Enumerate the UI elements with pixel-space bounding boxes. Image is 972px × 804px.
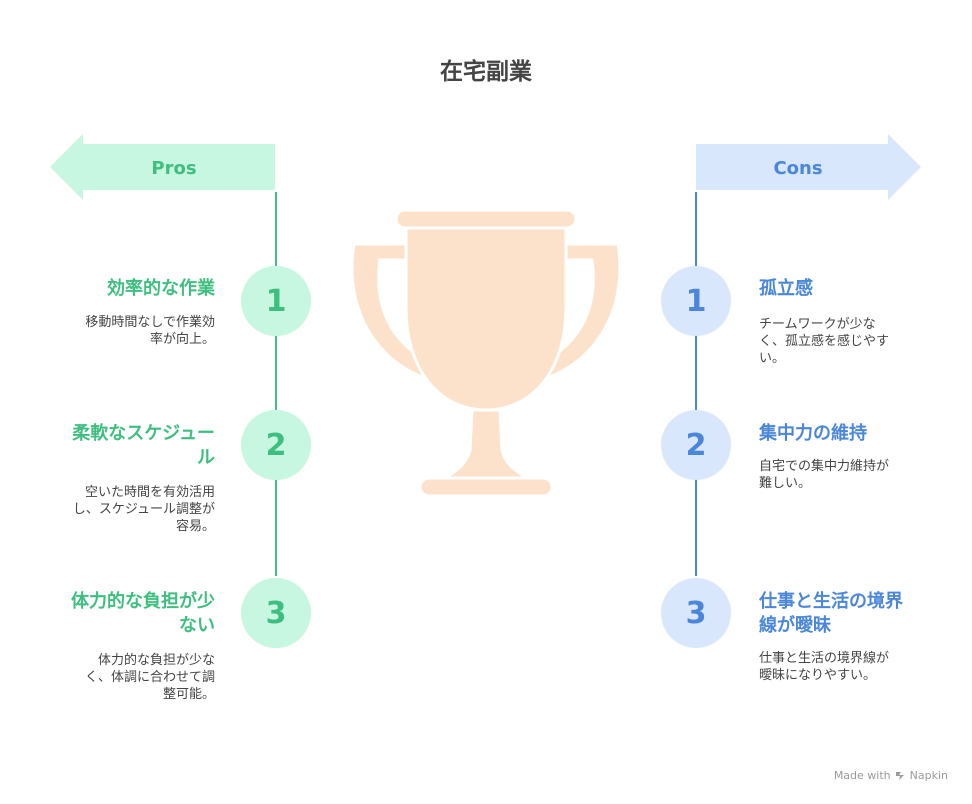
pros-timeline xyxy=(275,192,277,576)
cons-label: Cons xyxy=(773,158,823,179)
pros-number-3: 3 xyxy=(241,578,311,648)
cons-item-2-title: 集中力の維持 xyxy=(759,423,867,444)
pros-number-1: 1 xyxy=(241,266,311,336)
pros-item-3-title: 体力的な負担が少 ない xyxy=(71,591,215,636)
cons-number-3: 3 xyxy=(661,578,731,648)
cons-number-1: 1 xyxy=(661,266,731,336)
page-title: 在宅副業 xyxy=(440,59,532,85)
napkin-logo-icon xyxy=(895,772,904,780)
trophy-icon xyxy=(350,208,622,498)
pros-item-2-title: 柔軟なスケジュー ル xyxy=(72,423,215,468)
cons-arrow xyxy=(696,134,921,200)
cons-item-3-title: 仕事と生活の境界 線が曖昧 xyxy=(759,591,903,636)
cons-item-1-desc: チームワークが少な く、孤立感を感じやす い。 xyxy=(759,317,890,366)
pros-item-3-desc: 体力的な負担が少な く、体調に合わせて調 整可能。 xyxy=(84,653,215,702)
pros-item-1-title: 効率的な作業 xyxy=(107,278,215,299)
cons-number-2: 2 xyxy=(661,410,731,480)
cons-item-2-desc: 自宅での集中力維持が 難しい。 xyxy=(759,459,890,491)
pros-arrow xyxy=(50,134,275,200)
cons-item-3-desc: 仕事と生活の境界線が 曖昧になりやすい。 xyxy=(759,651,890,683)
pros-label: Pros xyxy=(151,158,197,179)
pros-item-1-desc: 移動時間なしで作業効 率が向上。 xyxy=(85,315,215,347)
watermark[interactable]: Made with Napkin xyxy=(833,769,948,782)
pros-item-2-desc: 空いた時間を有効活用 し、スケジュール調整が 容易。 xyxy=(72,485,215,534)
pros-number-2: 2 xyxy=(241,410,311,480)
cons-timeline xyxy=(695,192,697,576)
cons-item-1-title: 孤立感 xyxy=(759,278,813,299)
